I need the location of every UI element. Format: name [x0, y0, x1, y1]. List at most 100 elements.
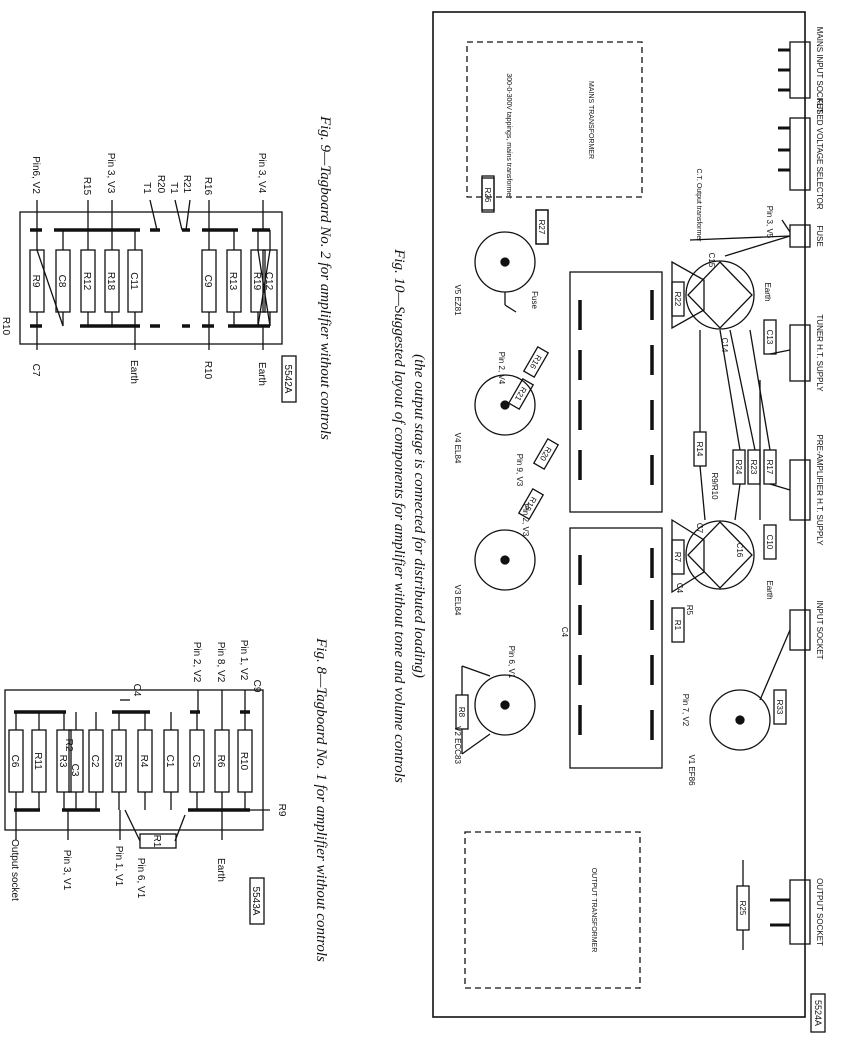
fig8-pin2-v2-label: Pin 2, V2: [191, 642, 202, 683]
fig9-t1b-label: T1: [168, 182, 179, 194]
fig10-ref-box: 5524A: [810, 993, 826, 1033]
fig9-t1a-label: T1: [141, 182, 152, 194]
fig8-label-r3: R3: [57, 755, 68, 768]
fig10-pin7-v2-label: Pin 7, V2: [681, 694, 690, 727]
fig10-c7: C7: [695, 523, 704, 534]
fig10-caption-line2: (the output stage is connected for distr…: [411, 354, 427, 678]
fig10-c4b: C4: [560, 627, 569, 638]
fig10-c14: C14: [720, 338, 729, 353]
fig8-pin1-v2-label: Pin 1, V2: [238, 640, 249, 681]
fig9-pin3-v4-label: Pin 3, V4: [256, 153, 267, 194]
fig8-label-r6: R6: [215, 755, 226, 768]
fig9-r21-label: R21: [181, 175, 192, 194]
fig10-c13: C13: [765, 330, 774, 345]
fig10-mains-transformer-label: MAINS TRANSFORMER: [587, 81, 594, 159]
fig8-label-r11: R11: [32, 752, 43, 770]
fig10-r25: R25: [738, 901, 747, 916]
fig9-r16-label: R16: [202, 177, 213, 196]
fig10-c15: C15: [707, 253, 716, 268]
fig8-pin8-v2-label: Pin 8, V2: [215, 642, 226, 683]
fig8-pin-labels: Output socket Pin 3, V1 Pin 1, V1 Pin 6,…: [9, 640, 287, 901]
fig10-mains-transformer: [466, 41, 643, 198]
fig10-earth-a-label: Earth: [763, 282, 772, 301]
fig9-c7-label: C7: [30, 364, 41, 377]
fig9-label-c8: C8: [56, 275, 67, 288]
fig9-r10-top-label: R10: [0, 317, 11, 336]
fig10-input-socket-label: INPUT SOCKET: [815, 601, 824, 660]
fig8-r1-label: R1: [151, 835, 162, 848]
fig10-r27: R27: [537, 220, 546, 235]
fig9-label-r18: R18: [105, 272, 116, 291]
fig8-label-c6: C6: [9, 755, 20, 768]
fig8-pin6-v1-label: Pin 6, V1: [135, 858, 146, 899]
fig8-label-c5: C5: [190, 755, 201, 768]
fig10-voltage-selector[interactable]: [778, 117, 811, 191]
fig9-label-c12: C12: [263, 272, 274, 291]
fig10-valve-v3: [474, 529, 536, 591]
fig9-tagboard: R9 C8 R12 R18 C11 C9 R13 R19 C12 R10 C7 …: [0, 115, 333, 440]
fig10-output-transformer-label: OUTPUT TRANSFORMER: [590, 868, 597, 953]
fig8-label-c2: C2: [89, 755, 100, 768]
fig10-r24: R24: [734, 460, 743, 475]
fig10-r21: R21: [513, 385, 528, 403]
fig8-caption: Fig. 8—Tagboard No. 1 for amplifier with…: [313, 637, 329, 962]
fig10-input-socket[interactable]: [789, 609, 811, 651]
fig10-preamp-ht-label: PRE-AMPLIFIER H.T. SUPPLY: [815, 435, 824, 547]
fig10-c4a: C4: [675, 583, 684, 594]
fig10-socket-labels: MAINS INPUT SOCKET FUSED VOLTAGE SELECTO…: [815, 27, 824, 946]
fig10-output-socket-label: OUTPUT SOCKET: [815, 878, 824, 946]
fig8-c4-label: C4: [131, 684, 142, 697]
fig10-pin3-v5-label: Pin 3, V5: [765, 206, 774, 239]
fig10-r9-r10-label: R9/R10: [710, 472, 719, 500]
fig9-ref-box: 5542A: [281, 355, 297, 403]
fig10-r1: R1: [673, 620, 682, 631]
fig9-label-r9: R9: [30, 275, 41, 288]
fig10-preamp-ht-socket[interactable]: [789, 459, 811, 521]
fig10-resistors: [481, 177, 791, 950]
fig8-earth-label: Earth: [215, 858, 226, 882]
fig8-tagboard: C6 R11 R3 R2 C3 C2 R5 R4 C1 C5 R6 R10 Ou…: [4, 637, 329, 962]
fig8-output-socket-label: Output socket: [9, 839, 20, 901]
fig10-chassis-outline: [432, 11, 806, 1018]
fig9-ref-label: 5542A: [282, 365, 293, 394]
fig9-pin-labels: R10 C7 Earth R10 Earth Pin6, V2 R15 Pin …: [0, 153, 267, 386]
fig10-mains-input-label: MAINS INPUT SOCKET: [815, 27, 824, 114]
fig8-ref-label: 5543A: [250, 887, 261, 916]
fig8-c9-label: C9: [251, 680, 262, 693]
fig8-label-r4: R4: [138, 755, 149, 768]
fig9-leads: [30, 199, 271, 350]
fig10-component-labels: R26 R27 R22 R16 R21 R20 R15 R14 R24 R23 …: [457, 188, 784, 916]
fig10-valve-v4: [474, 345, 560, 521]
fig10-caption-group: Fig. 10—Suggested layout of components f…: [391, 248, 427, 783]
fig10-earth-b-label: Earth: [765, 580, 774, 599]
fig10-output-socket[interactable]: [770, 879, 811, 945]
fig10-valve-labels: V5 EZ81 V4 EL84 V3 EL84 V2 ECC83 V1 EF86: [453, 284, 696, 786]
fig10-v2-label: V2 ECC83: [453, 726, 462, 764]
fig10-r5: R5: [685, 605, 694, 616]
fig10-c10: C10: [765, 535, 774, 550]
fig10-tuner-ht-socket[interactable]: [789, 324, 811, 382]
fig10-ct-output-label: C.T. Output transformer: [695, 168, 702, 242]
fig10-layout: Fig. 10—Suggested layout of components f…: [391, 11, 826, 1033]
fig10-tuner-ht-label: TUNER H.T. SUPPLY: [815, 314, 824, 392]
fig10-r7: R7: [673, 552, 682, 563]
fig9-component-labels: R9 C8 R12 R18 C11 C9 R13 R19 C12: [30, 272, 274, 291]
fig10-r20: R20: [538, 445, 553, 463]
fig10-ref-label: 5524A: [813, 1000, 823, 1026]
fig10-mains-input-socket[interactable]: [778, 41, 811, 99]
fig10-r22: R22: [673, 292, 682, 307]
fig8-ref-box: 5543A: [249, 877, 265, 925]
fig9-label-c11: C11: [128, 272, 139, 290]
fig10-fused-voltage-label: FUSED VOLTAGE SELECTOR: [815, 98, 824, 209]
fig8-pin1-v1-label: Pin 1, V1: [113, 846, 124, 887]
fig8-leads: [15, 690, 270, 849]
fig9-caption-group: Fig. 9—Tagboard No. 2 for amplifier with…: [317, 115, 333, 440]
fig10-valve-v2: [455, 665, 536, 755]
fig8-component-labels: C6 R11 R3 R2 C3 C2 R5 R4 C1 C5 R6 R10: [9, 739, 249, 777]
fig9-label-c9: C9: [202, 275, 213, 288]
fig10-pin2-v4-label: Pin 2, V4: [497, 352, 506, 385]
fig10-fuse-label: FUSE: [815, 225, 824, 246]
fig9-earth2-label: Earth: [256, 362, 267, 386]
fig10-fuse-pin-label: Fuse: [530, 291, 539, 309]
fig10-pin9-v3-label: Pin 9, V3: [515, 454, 524, 487]
